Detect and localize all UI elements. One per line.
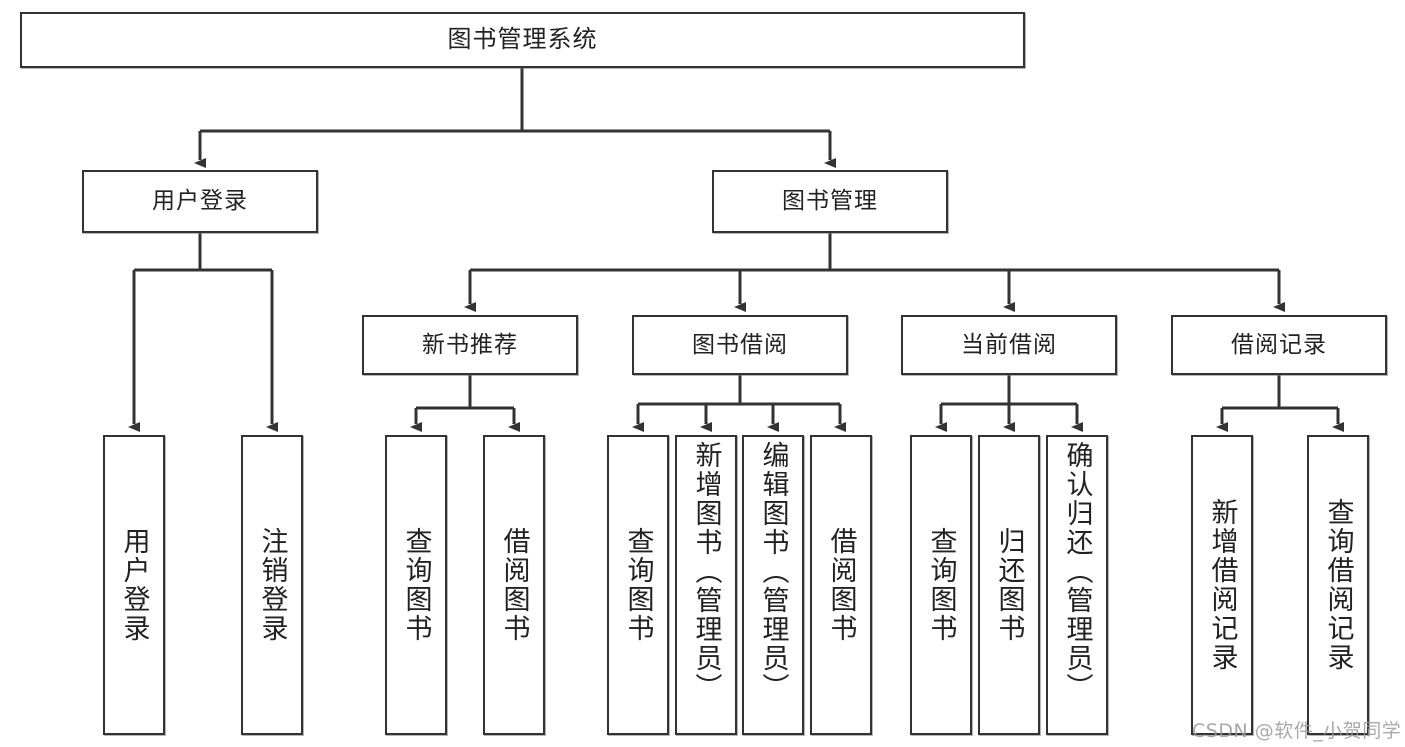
node-label: 图书管理系统 [447, 25, 598, 54]
node-label: 查询借阅记录 [1322, 498, 1354, 672]
node-label: 新增借阅记录 [1206, 498, 1238, 672]
node-book-management[interactable]: 图书管理 [712, 170, 948, 233]
node-label: 查询图书 [925, 527, 957, 643]
node-leaf-query-book-1[interactable]: 查询图书 [385, 435, 447, 735]
node-leaf-query-book-2[interactable]: 查询图书 [607, 435, 669, 735]
node-root-book-management-system[interactable]: 图书管理系统 [20, 12, 1025, 68]
node-label: 用户登录 [152, 188, 248, 215]
node-leaf-add-book[interactable]: 新增图书（管理员） [675, 435, 737, 735]
node-leaf-query-borrow-record[interactable]: 查询借阅记录 [1307, 435, 1369, 735]
node-label: 借阅图书 [498, 527, 530, 643]
node-label: 归还图书 [993, 527, 1025, 643]
node-label: 当前借阅 [961, 331, 1057, 358]
node-borrow-record[interactable]: 借阅记录 [1171, 315, 1387, 375]
node-label: 新增图书（管理员） [690, 441, 722, 702]
node-leaf-user-login[interactable]: 用户登录 [103, 435, 165, 735]
node-user-login[interactable]: 用户登录 [82, 170, 318, 233]
node-label: 编辑图书（管理员） [757, 441, 789, 702]
node-label: 查询图书 [400, 527, 432, 643]
node-label: 用户登录 [118, 527, 150, 643]
node-leaf-confirm-return[interactable]: 确认归还（管理员） [1046, 435, 1108, 735]
node-new-book-recommend[interactable]: 新书推荐 [362, 315, 578, 375]
node-label: 查询图书 [622, 527, 654, 643]
node-leaf-borrow-book-1[interactable]: 借阅图书 [483, 435, 545, 735]
node-label: 图书借阅 [692, 331, 788, 358]
node-label: 图书管理 [782, 188, 878, 215]
node-current-borrow[interactable]: 当前借阅 [901, 315, 1117, 375]
node-label: 注销登录 [256, 527, 288, 643]
node-leaf-add-borrow-record[interactable]: 新增借阅记录 [1191, 435, 1253, 735]
node-leaf-logout-login[interactable]: 注销登录 [241, 435, 303, 735]
node-label: 借阅图书 [825, 527, 857, 643]
node-label: 新书推荐 [422, 331, 518, 358]
csdn-watermark: CSDN @软件_小贺同学 [1192, 720, 1402, 742]
node-label: 确认归还（管理员） [1061, 441, 1093, 702]
node-leaf-query-book-3[interactable]: 查询图书 [910, 435, 972, 735]
node-leaf-edit-book[interactable]: 编辑图书（管理员） [742, 435, 804, 735]
node-label: 借阅记录 [1231, 331, 1327, 358]
node-book-borrow[interactable]: 图书借阅 [632, 315, 848, 375]
node-leaf-borrow-book-2[interactable]: 借阅图书 [810, 435, 872, 735]
node-leaf-return-book[interactable]: 归还图书 [978, 435, 1040, 735]
